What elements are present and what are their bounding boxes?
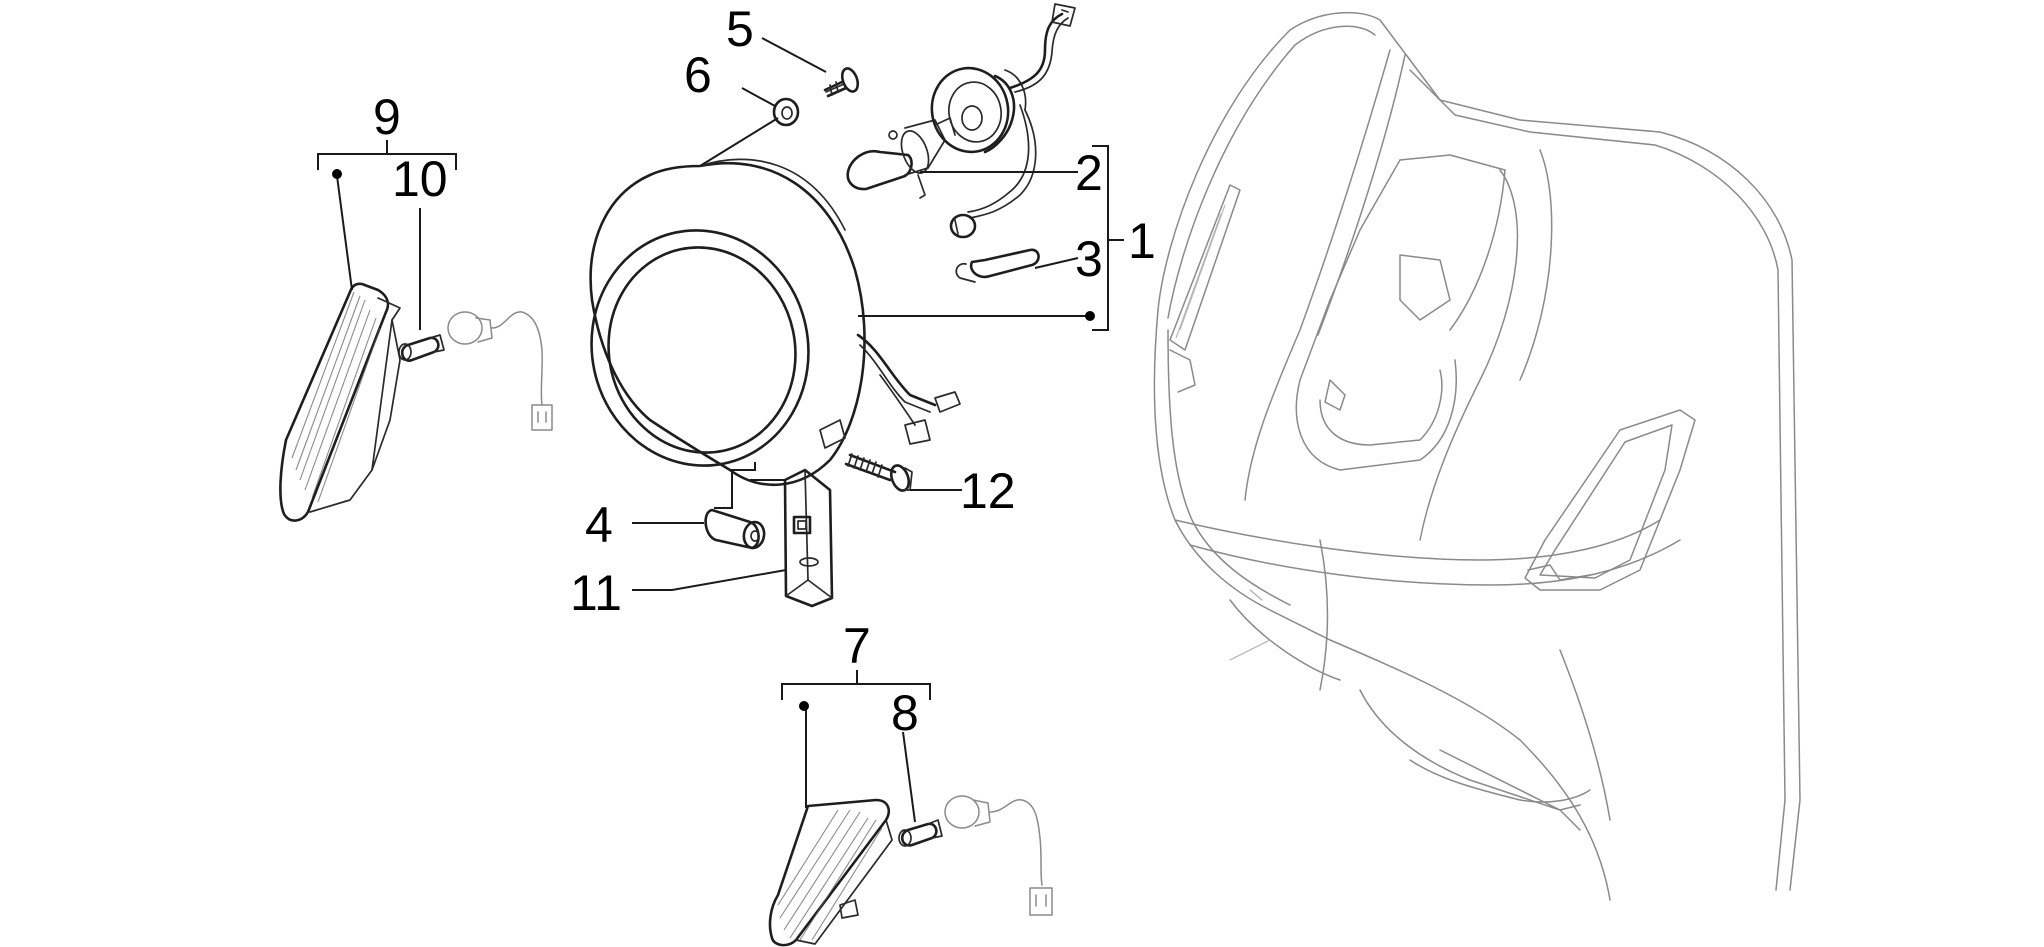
right-turn-signal-bulb: [898, 819, 943, 847]
screw: [823, 67, 860, 98]
callout-7: 7: [843, 618, 871, 674]
right-turn-signal-socket: [944, 795, 1053, 916]
left-turn-signal-socket: [447, 311, 553, 431]
callout-5: 5: [726, 1, 754, 57]
adjusting-screw: [844, 453, 913, 492]
left-turn-signal-bulb: [398, 334, 445, 362]
callout-3: 3: [1075, 231, 1103, 287]
bulb-holder-wire: [955, 248, 1040, 283]
front-shield-body: [1153, 11, 1801, 901]
callout-2: 2: [1075, 145, 1103, 201]
leader-lines: [317, 37, 1124, 823]
callout-labels: 1 2 3 4 5 6 7 8 9 10 11 12: [373, 1, 1156, 741]
right-turn-signal-assembly: [768, 798, 893, 947]
spacer: [704, 508, 766, 550]
left-turn-signal-assembly: [279, 282, 401, 522]
callout-11: 11: [570, 565, 622, 621]
callout-9: 9: [373, 89, 401, 145]
washer: [772, 97, 800, 127]
callout-1: 1: [1128, 213, 1156, 269]
callout-12: 12: [960, 463, 1016, 519]
headlight-assembly: [589, 158, 961, 487]
bulb-socket-cover: [930, 3, 1076, 239]
callout-6: 6: [684, 47, 712, 103]
callout-4: 4: [585, 497, 613, 553]
reference-dots: [332, 169, 1095, 711]
mounting-bracket: [783, 468, 834, 608]
headlight-bulb: [846, 117, 956, 199]
callout-8: 8: [891, 685, 919, 741]
callout-10: 10: [392, 151, 448, 207]
